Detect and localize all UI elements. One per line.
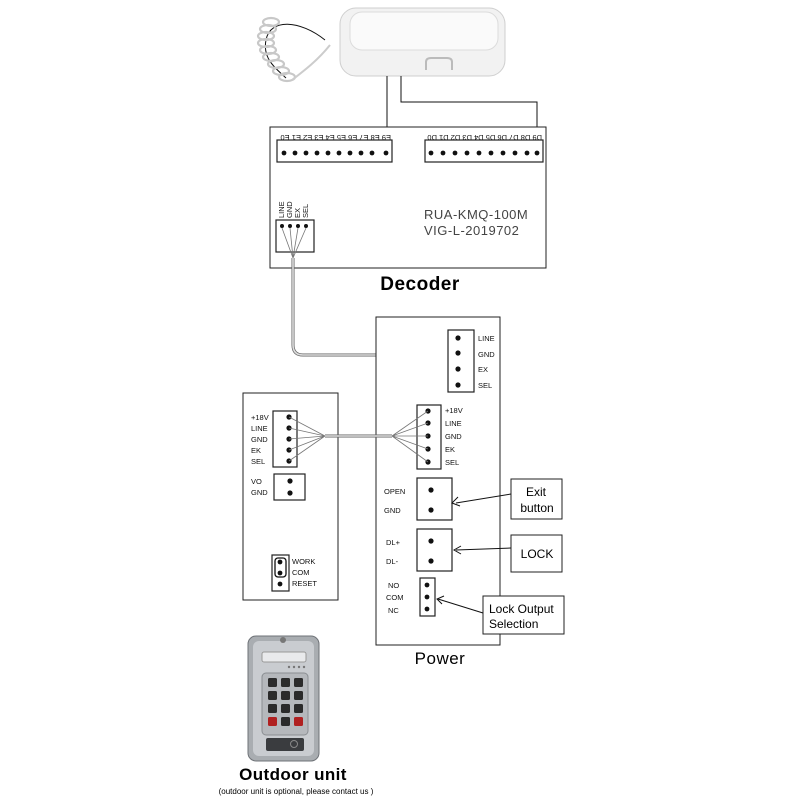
- exit-button-line1: Exit: [526, 485, 547, 499]
- power-dl-plus-label: DL+: [386, 538, 401, 547]
- lock-output-line2: Selection: [489, 617, 538, 631]
- outdoor-pin-ek: EK: [251, 446, 261, 455]
- exit-button-callout: Exit button: [451, 478, 563, 520]
- power-mid-pin-18v: +18V: [445, 406, 463, 415]
- power-open-gnd-label: GND: [384, 506, 401, 515]
- outdoor-unit-panel: [247, 635, 320, 762]
- power-board: LINE GND EX SEL +18V LINE GND EK SEL OPE…: [375, 316, 501, 646]
- power-top-pin-sel: SEL: [478, 381, 492, 390]
- lock-output-selection-callout: Lock Output Selection: [436, 595, 565, 635]
- power-com-label: COM: [386, 593, 404, 602]
- jumper-work-label: WORK: [292, 557, 315, 566]
- lock-label: LOCK: [521, 547, 554, 561]
- lock-callout: LOCK: [452, 534, 563, 573]
- decoder-pin-ex: EX: [293, 208, 302, 218]
- decoder-e-terminal-labels: E9 E8 E7 E6 E5 E4 E3 E2 E1 E0: [281, 133, 392, 142]
- decoder-pin-line: LINE: [277, 201, 286, 218]
- decoder-d-terminal-labels: D9 D8 D7 D6 D5 D4 D3 D2 D1 D0: [427, 133, 542, 142]
- outdoor-pin-line: LINE: [251, 424, 268, 433]
- power-dl-minus-label: DL-: [386, 557, 399, 566]
- power-mid-pin-ek: EK: [445, 445, 455, 454]
- outdoor-board: +18V LINE GND EK SEL VO GND WORK COM RES…: [242, 392, 339, 601]
- power-top-pin-gnd: GND: [478, 350, 495, 359]
- power-no-label: NO: [388, 581, 399, 590]
- jumper-com-label: COM: [292, 568, 310, 577]
- exit-button-line2: button: [520, 501, 553, 515]
- decoder-pin-sel: SEL: [301, 204, 310, 218]
- outdoor-vo-gnd-label: GND: [251, 488, 268, 497]
- decoder-model-line1: RUA-KMQ-100M: [424, 207, 528, 222]
- power-mid-pin-gnd: GND: [445, 432, 462, 441]
- decoder-model-line2: VIG-L-2019702: [424, 223, 519, 238]
- outdoor-pin-18v: +18V: [251, 413, 269, 422]
- outdoor-pin-sel: SEL: [251, 457, 265, 466]
- power-mid-pin-line: LINE: [445, 419, 462, 428]
- power-top-pin-line: LINE: [478, 334, 495, 343]
- power-title: Power: [415, 649, 466, 668]
- decoder-title: Decoder: [380, 274, 460, 295]
- outdoor-vo-label: VO: [251, 477, 262, 486]
- power-top-pin-ex: EX: [478, 365, 488, 374]
- jumper-reset-label: RESET: [292, 579, 317, 588]
- handset: [256, 7, 538, 152]
- outdoor-unit-title: Outdoor unit: [239, 765, 347, 784]
- power-nc-label: NC: [388, 606, 399, 615]
- power-mid-pin-sel: SEL: [445, 458, 459, 467]
- decoder-board: E9 E8 E7 E6 E5 E4 E3 E2 E1 E0 D9 D8 D7 D…: [269, 126, 547, 269]
- decoder-pin-gnd: GND: [285, 201, 294, 218]
- outdoor-unit-note: (outdoor unit is optional, please contac…: [219, 787, 374, 796]
- outdoor-pin-gnd: GND: [251, 435, 268, 444]
- power-open-label: OPEN: [384, 487, 405, 496]
- lock-output-line1: Lock Output: [489, 602, 554, 616]
